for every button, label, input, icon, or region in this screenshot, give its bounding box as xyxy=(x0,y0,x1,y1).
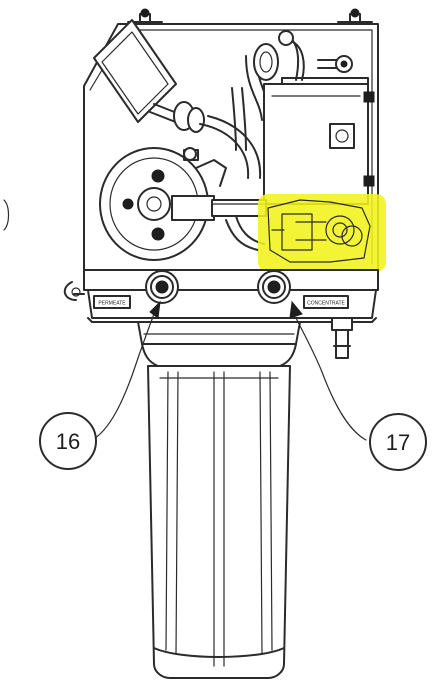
manifold-plate: PERMEATE CONCENTRATE xyxy=(63,269,379,323)
filter-canister xyxy=(147,365,291,679)
pressure-gauge xyxy=(93,19,205,133)
callout-17: 17 xyxy=(369,413,427,471)
permeate-label: PERMEATE xyxy=(98,301,126,307)
permeate-port-fitting xyxy=(145,270,179,304)
callout-16-label: 16 xyxy=(56,429,80,454)
control-box xyxy=(263,77,375,205)
filter-canister-head xyxy=(137,321,301,367)
pump-head xyxy=(99,147,267,261)
callout-17-label: 17 xyxy=(386,430,410,455)
concentrate-port-fitting xyxy=(257,270,291,304)
mounting-hooks xyxy=(127,8,373,23)
left-edge-bracket xyxy=(3,199,10,231)
concentrate-label: CONCENTRATE xyxy=(307,301,345,307)
highlighted-valve-assembly xyxy=(258,194,386,272)
drain-spigot xyxy=(331,317,353,359)
leader-lines xyxy=(91,300,367,441)
callout-16: 16 xyxy=(39,412,97,470)
